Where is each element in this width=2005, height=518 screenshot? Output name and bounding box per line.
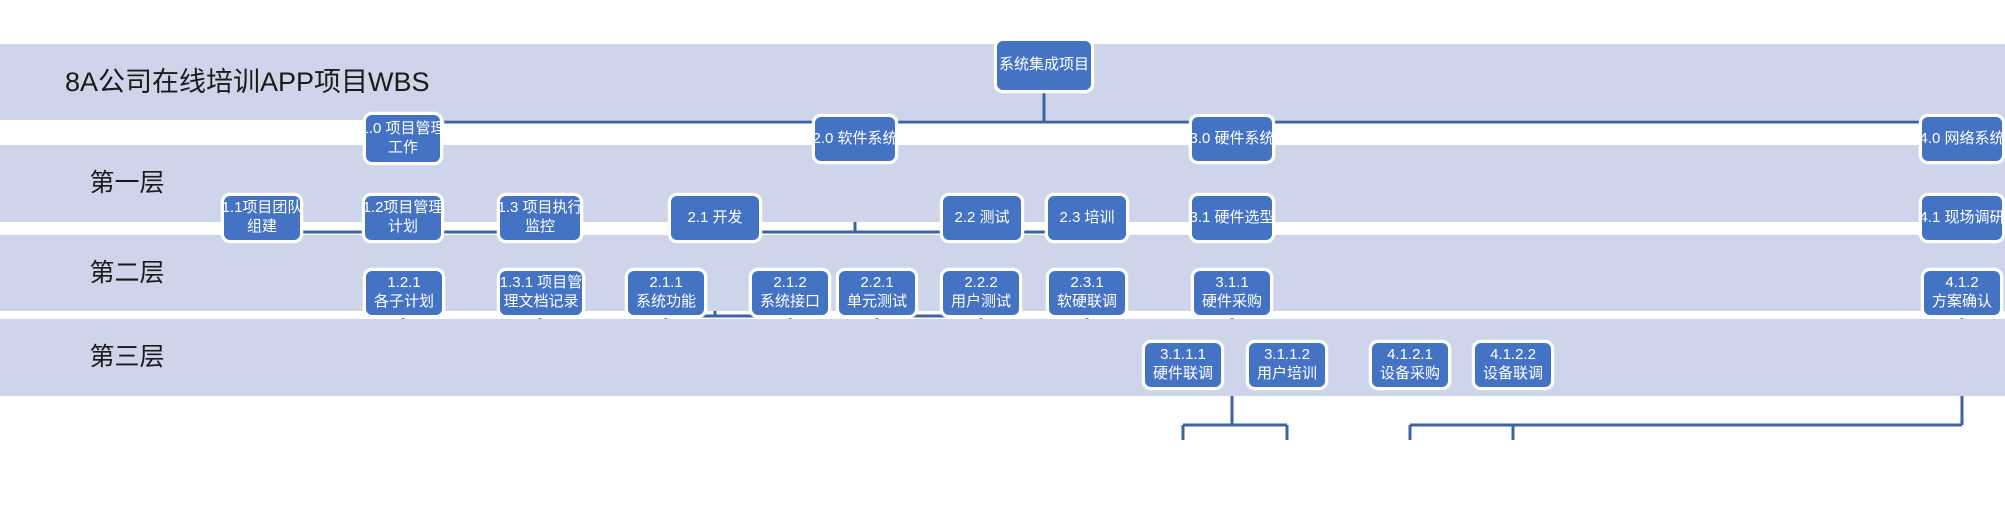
node-4-1-site-survey[interactable]: 4.1 现场调研 bbox=[1919, 193, 2005, 243]
node-2-2-line-0: 2.2 测试 bbox=[954, 208, 1010, 226]
node-3-1-1-1-hardware-integration[interactable]: 3.1.1.1 硬件联调 bbox=[1142, 340, 1224, 390]
layer-label-1: 第一层 bbox=[89, 169, 165, 197]
node-4-1-2-1-line-0: 4.1.2.1 bbox=[1387, 346, 1433, 364]
node-1-3-execution-monitoring[interactable]: 1.3 项目执行 监控 bbox=[497, 193, 583, 243]
node-1-1-line-0: 1.1项目团队 bbox=[221, 199, 303, 217]
layer-label-2: 第二层 bbox=[89, 259, 165, 287]
node-1-2-management-plan[interactable]: 1.2项目管理 计划 bbox=[362, 193, 444, 243]
node-2-3-training[interactable]: 2.3 培训 bbox=[1045, 193, 1129, 243]
node-2-2-2-line-0: 2.2.2 bbox=[964, 274, 998, 292]
node-2-1-development[interactable]: 2.1 开发 bbox=[668, 193, 762, 243]
node-3-1-1-2-user-training[interactable]: 3.1.1.2 用户培训 bbox=[1246, 340, 1328, 390]
node-4-1-2-2-line-0: 4.1.2.2 bbox=[1490, 346, 1536, 364]
node-4-1-2-2-equipment-integration[interactable]: 4.1.2.2 设备联调 bbox=[1472, 340, 1554, 390]
node-2-3-1-line-1: 软硬联调 bbox=[1056, 293, 1117, 310]
page-title: 8A公司在线培训APP项目WBS bbox=[65, 67, 430, 97]
node-3-1-1-2-line-0: 3.1.1.2 bbox=[1264, 346, 1310, 364]
node-root[interactable]: 系统集成项目 bbox=[994, 38, 1094, 93]
node-1-2-1-line-1: 各子计划 bbox=[373, 293, 434, 310]
layer-label-3: 第三层 bbox=[89, 343, 165, 371]
node-4-0-line-0: 4.0 网络系统 bbox=[1919, 129, 2005, 147]
node-root-line-0: 系统集成项目 bbox=[999, 56, 1090, 74]
node-4-1-2-2-line-1: 设备联调 bbox=[1482, 365, 1543, 382]
node-2-2-testing[interactable]: 2.2 测试 bbox=[940, 193, 1024, 243]
node-1-3-line-1: 监控 bbox=[524, 218, 555, 235]
node-3-1-hardware-selection[interactable]: 3.1 硬件选型 bbox=[1189, 193, 1275, 243]
node-2-2-1-unit-test[interactable]: 2.2.1 单元测试 bbox=[836, 268, 918, 318]
node-4-1-2-plan-confirmation[interactable]: 4.1.2 方案确认 bbox=[1921, 268, 2003, 318]
node-2-3-line-0: 2.3 培训 bbox=[1059, 208, 1115, 226]
node-3-0-line-0: 3.0 硬件系统 bbox=[1189, 129, 1275, 147]
node-3-1-1-hardware-procurement[interactable]: 3.1.1 硬件采购 bbox=[1191, 268, 1273, 318]
node-2-1-1-system-function[interactable]: 2.1.1 系统功能 bbox=[625, 268, 707, 318]
node-2-3-1-hw-sw-integration[interactable]: 2.3.1 软硬联调 bbox=[1046, 268, 1128, 318]
node-2-1-1-line-1: 系统功能 bbox=[635, 293, 696, 310]
node-1-2-1-sub-plans[interactable]: 1.2.1 各子计划 bbox=[363, 268, 445, 318]
node-1-0-line-1: 工作 bbox=[387, 138, 418, 156]
node-1-0-project-management-work[interactable]: 1.0 项目管理 工作 bbox=[360, 112, 446, 165]
node-1-2-line-1: 计划 bbox=[387, 218, 418, 235]
node-1-3-1-line-1: 理文档记录 bbox=[503, 293, 579, 310]
node-2-0-software-system[interactable]: 2.0 软件系统 bbox=[812, 114, 898, 164]
node-1-3-1-management-docs[interactable]: 1.3.1 项目管 理文档记录 bbox=[497, 268, 585, 318]
node-2-2-2-line-1: 用户测试 bbox=[950, 293, 1011, 310]
node-2-0-line-0: 2.0 软件系统 bbox=[812, 129, 898, 147]
node-4-1-2-1-line-1: 设备采购 bbox=[1379, 365, 1440, 382]
node-1-3-line-0: 1.3 项目执行 bbox=[497, 199, 583, 217]
node-4-1-2-1-equipment-procurement[interactable]: 4.1.2.1 设备采购 bbox=[1369, 340, 1451, 390]
band-layer-3-row bbox=[0, 319, 2005, 396]
node-3-1-1-line-0: 3.1.1 bbox=[1215, 274, 1249, 292]
node-2-1-1-line-0: 2.1.1 bbox=[649, 274, 683, 292]
node-4-0-network-system[interactable]: 4.0 网络系统 bbox=[1919, 114, 2005, 164]
node-3-1-line-0: 3.1 硬件选型 bbox=[1189, 208, 1275, 226]
node-1-1-line-1: 组建 bbox=[246, 218, 277, 235]
node-3-1-1-2-line-1: 用户培训 bbox=[1256, 365, 1317, 382]
node-4-1-2-line-0: 4.1.2 bbox=[1945, 274, 1979, 292]
node-2-1-2-line-1: 系统接口 bbox=[759, 293, 820, 310]
node-1-0-line-0: 1.0 项目管理 bbox=[360, 119, 446, 137]
node-4-1-2-line-1: 方案确认 bbox=[1931, 293, 1992, 310]
node-3-1-1-1-line-0: 3.1.1.1 bbox=[1160, 346, 1206, 364]
node-1-2-line-0: 1.2项目管理 bbox=[362, 199, 444, 217]
node-2-2-1-line-0: 2.2.1 bbox=[860, 274, 894, 292]
node-1-2-1-line-0: 1.2.1 bbox=[387, 274, 421, 292]
node-2-1-2-system-interface[interactable]: 2.1.2 系统接口 bbox=[749, 268, 831, 318]
node-1-1-team-formation[interactable]: 1.1项目团队 组建 bbox=[221, 193, 303, 243]
node-1-3-1-line-0: 1.3.1 项目管 bbox=[499, 274, 583, 292]
node-4-1-line-0: 4.1 现场调研 bbox=[1919, 208, 2005, 226]
node-2-2-2-user-test[interactable]: 2.2.2 用户测试 bbox=[940, 268, 1022, 318]
node-2-2-1-line-1: 单元测试 bbox=[846, 293, 907, 310]
node-3-1-1-line-1: 硬件采购 bbox=[1201, 293, 1262, 310]
node-3-1-1-1-line-1: 硬件联调 bbox=[1152, 365, 1213, 382]
node-2-1-2-line-0: 2.1.2 bbox=[773, 274, 807, 292]
node-2-3-1-line-0: 2.3.1 bbox=[1070, 274, 1104, 292]
node-2-1-line-0: 2.1 开发 bbox=[687, 208, 743, 226]
node-3-0-hardware-system[interactable]: 3.0 硬件系统 bbox=[1189, 114, 1275, 164]
